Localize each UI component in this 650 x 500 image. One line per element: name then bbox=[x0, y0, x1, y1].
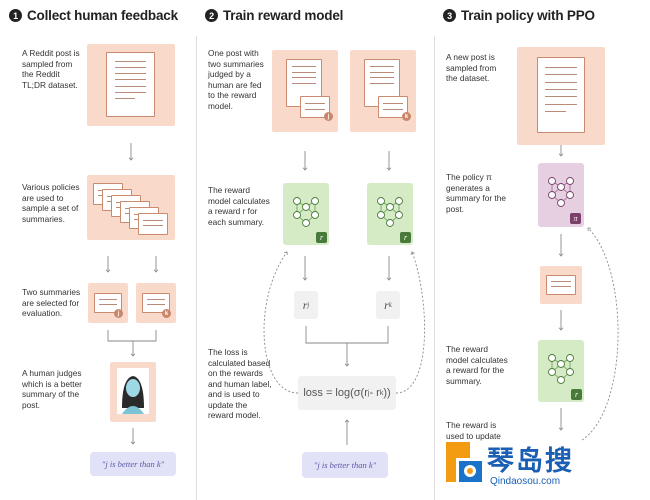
reward-badge-j: r bbox=[316, 232, 327, 243]
loss-formula-start: loss = log(σ(r bbox=[303, 387, 368, 399]
column-divider-1 bbox=[196, 36, 197, 500]
step-3-title: 3 Train policy with PPO bbox=[443, 8, 595, 23]
col3-desc-new-post: A new post is sampled from the dataset. bbox=[446, 52, 497, 83]
generated-summary-document bbox=[546, 275, 576, 295]
summary-j-document bbox=[94, 293, 122, 313]
neural-network-icon bbox=[377, 197, 403, 227]
col3-post-card bbox=[517, 47, 605, 145]
col1-desc-human-judges: A human judges which is a better summary… bbox=[22, 368, 82, 410]
reward-badge-k: r bbox=[400, 232, 411, 243]
neural-network-icon bbox=[548, 354, 574, 384]
col1-judgement-label: "j is better than k" bbox=[90, 452, 176, 476]
col2-reward-model-k: r bbox=[367, 183, 413, 245]
reward-rk-subscript: k bbox=[388, 301, 392, 309]
col2-desc-calculate-reward: The reward model calculates a reward r f… bbox=[208, 185, 270, 227]
col1-summaries-card bbox=[87, 175, 175, 240]
col2-desc-loss: The loss is calculated based on the rewa… bbox=[208, 347, 272, 420]
col3-summary-card bbox=[540, 266, 582, 304]
col1-post-card bbox=[87, 44, 175, 126]
policy-network-icon bbox=[548, 177, 574, 207]
summary-j-badge: j bbox=[114, 309, 123, 318]
summary-k-badge: k bbox=[162, 309, 171, 318]
step-1-title: 1 Collect human feedback bbox=[9, 8, 178, 23]
arrow-loss-update-model-j bbox=[263, 251, 299, 394]
new-post-document bbox=[537, 57, 585, 133]
col2-judgement-label: "j is better than k" bbox=[302, 452, 388, 478]
loss-formula-sub-k: k bbox=[379, 389, 384, 397]
summary-document-6 bbox=[138, 213, 168, 235]
reward-rj-symbol: r bbox=[302, 297, 308, 312]
col2-summary-j-badge: j bbox=[324, 112, 333, 121]
col3-desc-reward-model: The reward model calculates a reward for… bbox=[446, 344, 508, 386]
col3-desc-policy: The policy π generates a summary for the… bbox=[446, 172, 506, 214]
col2-summary-k-document bbox=[378, 96, 408, 118]
merge-rewards-bracket bbox=[305, 326, 389, 344]
col2-desc-fed-to-model: One post with two summaries judged by a … bbox=[208, 48, 264, 111]
loss-formula-sub-j: j bbox=[367, 389, 370, 397]
arrow-reward-update-policy bbox=[581, 227, 619, 441]
loss-formula-end: )) bbox=[383, 387, 391, 399]
col1-human-card bbox=[110, 362, 156, 422]
col1-desc-sample-summaries: Various policies are used to sample a se… bbox=[22, 182, 80, 224]
reddit-post-document bbox=[106, 52, 155, 117]
summary-k-document bbox=[142, 293, 170, 313]
step-2-number: 2 bbox=[205, 9, 218, 22]
policy-pi-badge: π bbox=[570, 213, 581, 224]
watermark-url: Qindaosou.com bbox=[490, 476, 561, 487]
watermark-text: 琴岛搜 bbox=[487, 446, 574, 477]
col2-post-j-card: j bbox=[272, 50, 338, 132]
merge-summaries-bracket bbox=[107, 330, 157, 342]
col1-desc-select-two: Two summaries are selected for evaluatio… bbox=[22, 287, 81, 318]
col2-summary-k-badge: k bbox=[402, 112, 411, 121]
col3-reward-model: r bbox=[538, 340, 584, 402]
reward-rk-symbol: r bbox=[384, 297, 389, 312]
step-3-number: 3 bbox=[443, 9, 456, 22]
step-2-label: Train reward model bbox=[223, 8, 344, 23]
col2-reward-model-j: r bbox=[283, 183, 329, 245]
step-1-number: 1 bbox=[9, 9, 22, 22]
loss-formula-mid: - r bbox=[369, 387, 380, 399]
neural-network-icon bbox=[293, 197, 319, 227]
col1-summary-k-card: k bbox=[136, 283, 176, 323]
col1-desc-sample-post: A Reddit post is sampled from the Reddit… bbox=[22, 48, 80, 90]
watermark-logo bbox=[446, 442, 482, 482]
col2-summary-j-document bbox=[300, 96, 330, 118]
step-1-label: Collect human feedback bbox=[27, 8, 178, 23]
qindaosou-watermark: 琴岛搜 Qindaosou.com bbox=[440, 436, 650, 498]
col3-reward-badge: r bbox=[571, 389, 582, 400]
column-divider-2 bbox=[434, 36, 435, 500]
step-3-label: Train policy with PPO bbox=[461, 8, 595, 23]
col1-summary-j-card: j bbox=[88, 283, 128, 323]
col2-post-k-card: k bbox=[350, 50, 416, 132]
col3-policy-model: π bbox=[538, 163, 584, 227]
col3-desc-update-policy: The reward is used to update bbox=[446, 420, 501, 441]
step-2-title: 2 Train reward model bbox=[205, 8, 343, 23]
reward-rj-subscript: j bbox=[307, 301, 310, 309]
human-labeler-icon bbox=[117, 368, 149, 414]
arrow-loss-update-model-k bbox=[395, 251, 426, 394]
